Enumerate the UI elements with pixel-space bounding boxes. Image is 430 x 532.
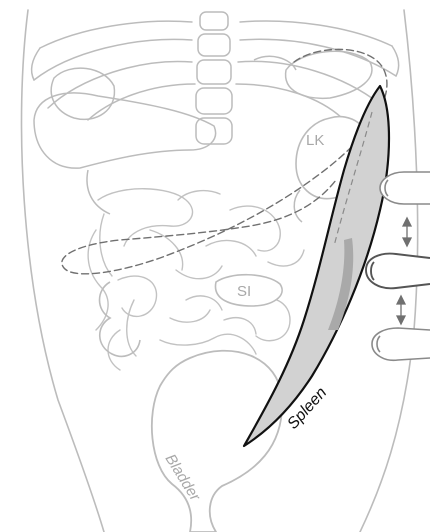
ultrasound-probe-icon — [380, 172, 430, 204]
ultrasound-probe-icon — [372, 328, 430, 360]
small-intestine-label: SI — [237, 283, 251, 300]
double-headed-vertical-arrow-icon — [397, 296, 405, 324]
bladder — [152, 351, 282, 532]
double-headed-vertical-arrow-icon — [403, 218, 411, 246]
ultrasound-probe-icon — [366, 254, 430, 289]
left-kidney-label: LK — [306, 132, 324, 149]
spine — [196, 12, 232, 144]
